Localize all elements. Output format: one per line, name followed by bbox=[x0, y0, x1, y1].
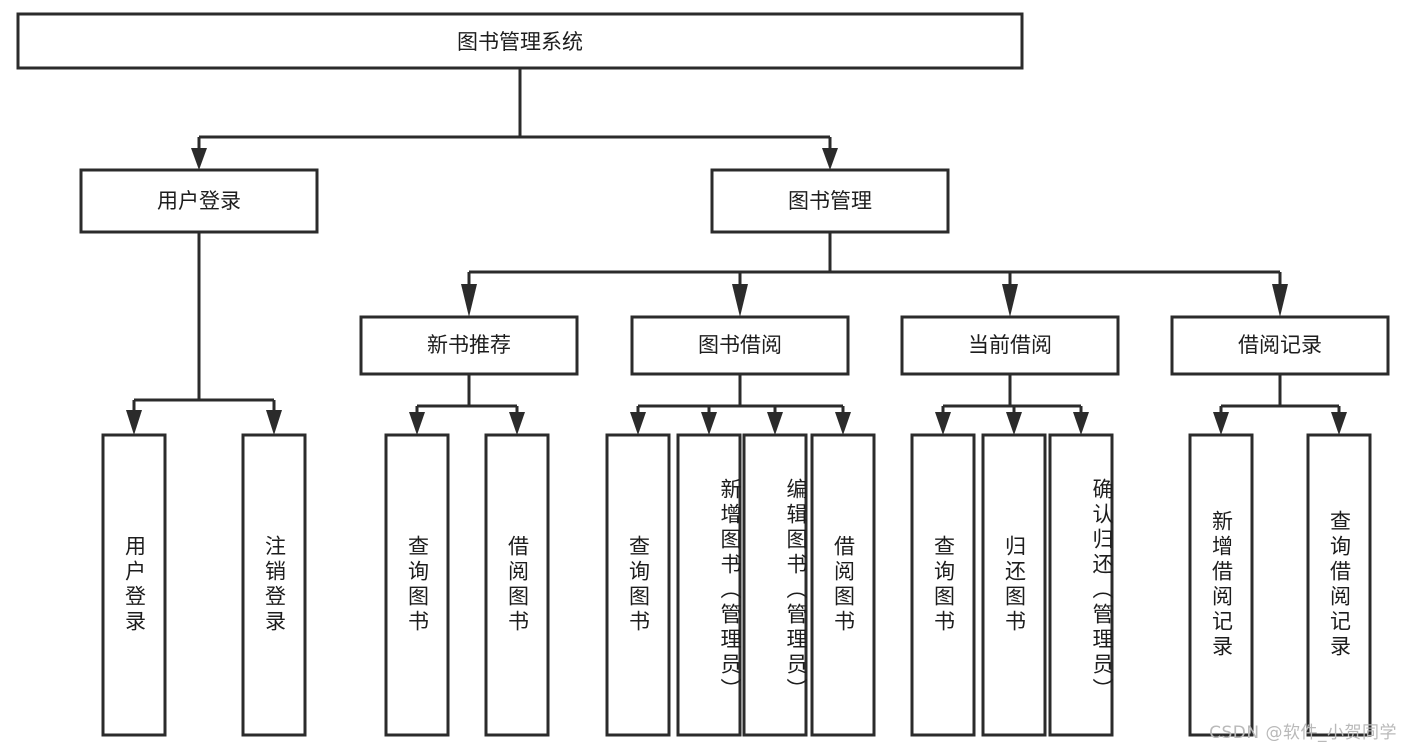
arrow-head-book-manage bbox=[822, 148, 838, 170]
node-borrow-record-box[interactable] bbox=[1170, 315, 1390, 376]
node-book-borrow-box[interactable] bbox=[630, 315, 850, 376]
leaf-box-group bbox=[101, 433, 1372, 737]
csdn-watermark: CSDN @软件_小贺同学 bbox=[1209, 723, 1397, 743]
node-borrow-record[interactable]: 借阅记录 bbox=[1170, 315, 1390, 376]
node-borrow-record-label: 借阅记录 bbox=[1238, 333, 1322, 357]
arrow-head-leaf-borrow-book-1 bbox=[509, 412, 525, 435]
arrow-head-leaf-confirm-return bbox=[1073, 412, 1089, 435]
node-new-book-recommend-box[interactable] bbox=[359, 315, 579, 376]
node-book-borrow-label: 图书借阅 bbox=[698, 333, 782, 357]
node-new-book-recommend[interactable]: 新书推荐 bbox=[359, 315, 579, 376]
arrow-head-leaf-query-book-2 bbox=[630, 412, 646, 435]
node-new-book-recommend-label: 新书推荐 bbox=[427, 333, 511, 357]
node-book-borrow[interactable]: 图书借阅 bbox=[630, 315, 850, 376]
node-user-login[interactable]: 用户登录 bbox=[79, 168, 319, 234]
arrow-head-leaf-return-book bbox=[1006, 412, 1022, 435]
leaf-box-logout[interactable] bbox=[241, 433, 307, 737]
leaf-box-query-record[interactable] bbox=[1306, 433, 1372, 737]
node-book-manage[interactable]: 图书管理 bbox=[710, 168, 950, 234]
leaf-box-query-book-2[interactable] bbox=[605, 433, 671, 737]
connector-group bbox=[126, 68, 1347, 435]
leaf-box-confirm-return[interactable] bbox=[1048, 433, 1114, 737]
arrow-head-leaf-add-record bbox=[1213, 412, 1229, 435]
node-book-manage-box[interactable] bbox=[710, 168, 950, 234]
leaf-box-edit-book[interactable] bbox=[742, 433, 808, 737]
leaf-box-add-record[interactable] bbox=[1188, 433, 1254, 737]
node-user-login-label: 用户登录 bbox=[157, 189, 241, 213]
leaf-box-add-book[interactable] bbox=[676, 433, 742, 737]
leaf-box-query-book-3[interactable] bbox=[910, 433, 976, 737]
arrow-head-book-borrow bbox=[732, 284, 748, 317]
arrow-head-borrow-record bbox=[1272, 284, 1288, 317]
leaf-box-borrow-book-2[interactable] bbox=[810, 433, 876, 737]
node-current-borrow[interactable]: 当前借阅 bbox=[900, 315, 1120, 376]
arrow-head-leaf-query-record bbox=[1331, 412, 1347, 435]
leaf-box-borrow-book-1[interactable] bbox=[484, 433, 550, 737]
arrow-head-leaf-query-book-3 bbox=[935, 412, 951, 435]
node-user-login-box[interactable] bbox=[79, 168, 319, 234]
arrow-head-new-book-recommend bbox=[461, 284, 477, 317]
node-root[interactable]: 图书管理系统 bbox=[16, 12, 1024, 70]
arrow-head-user-login bbox=[191, 148, 207, 170]
node-current-borrow-box[interactable] bbox=[900, 315, 1120, 376]
arrow-head-current-borrow bbox=[1002, 284, 1018, 317]
arrow-head-leaf-query-book-1 bbox=[409, 412, 425, 435]
arrow-head-leaf-add-book bbox=[701, 412, 717, 435]
node-root-box[interactable] bbox=[16, 12, 1024, 70]
arrow-head-leaf-logout bbox=[266, 410, 282, 435]
leaf-box-user-login[interactable] bbox=[101, 433, 167, 737]
node-book-manage-label: 图书管理 bbox=[788, 189, 872, 213]
arrow-head-leaf-edit-book bbox=[767, 412, 783, 435]
node-root-label: 图书管理系统 bbox=[457, 30, 583, 54]
arrow-head-leaf-user-login bbox=[126, 410, 142, 435]
leaf-box-query-book-1[interactable] bbox=[384, 433, 450, 737]
arrow-head-leaf-borrow-book-2 bbox=[835, 412, 851, 435]
node-current-borrow-label: 当前借阅 bbox=[968, 333, 1052, 357]
leaf-box-return-book[interactable] bbox=[981, 433, 1047, 737]
